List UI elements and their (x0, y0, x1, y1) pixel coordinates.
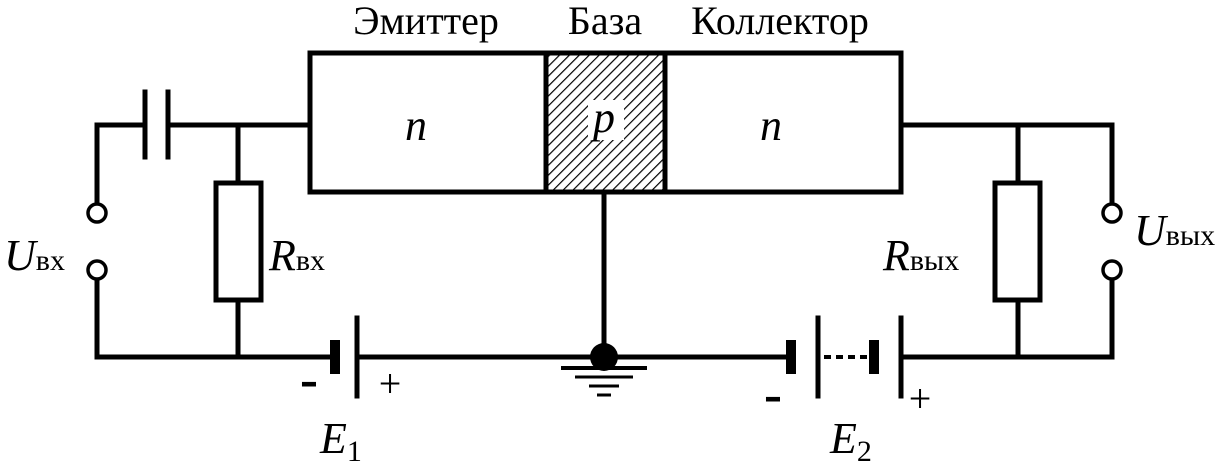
output-terminal-top (1101, 202, 1123, 224)
battery-e2-icon (786, 315, 904, 399)
base-type: p (590, 93, 615, 142)
collector-region (662, 50, 904, 195)
capacitor-icon (142, 89, 171, 160)
e2-label: E2 (829, 414, 872, 464)
collector-type: n (760, 101, 782, 150)
output-resistor-label: Rвых (882, 231, 959, 280)
output-resistor-icon (992, 180, 1043, 303)
collector-label: Коллектор (691, 0, 869, 43)
input-circuit (94, 122, 603, 360)
input-terminal-top (86, 202, 108, 224)
output-terminal-bottom (1101, 259, 1123, 281)
e2-plus-sign: + (909, 376, 932, 421)
emitter-region (307, 50, 549, 195)
e1-label: E1 (319, 414, 362, 464)
e1-minus-sign: - (300, 349, 318, 409)
input-terminal-bottom (86, 259, 108, 281)
emitter-label: Эмиттер (353, 0, 499, 43)
base-label: База (568, 0, 643, 43)
output-circuit (601, 122, 1115, 360)
ground-icon (561, 366, 647, 397)
output-voltage-label: Uвых (1134, 206, 1215, 255)
transistor-body: n p n (307, 50, 904, 195)
input-voltage-label: Uвх (4, 231, 65, 280)
input-resistor-label: Rвх (268, 231, 325, 280)
resistor-icon (213, 180, 264, 303)
emitter-type: n (405, 101, 427, 150)
battery-icon (330, 315, 360, 399)
base-type-backdrop (588, 100, 624, 140)
e2-minus-sign: - (764, 364, 782, 424)
e1-plus-sign: + (379, 361, 402, 406)
